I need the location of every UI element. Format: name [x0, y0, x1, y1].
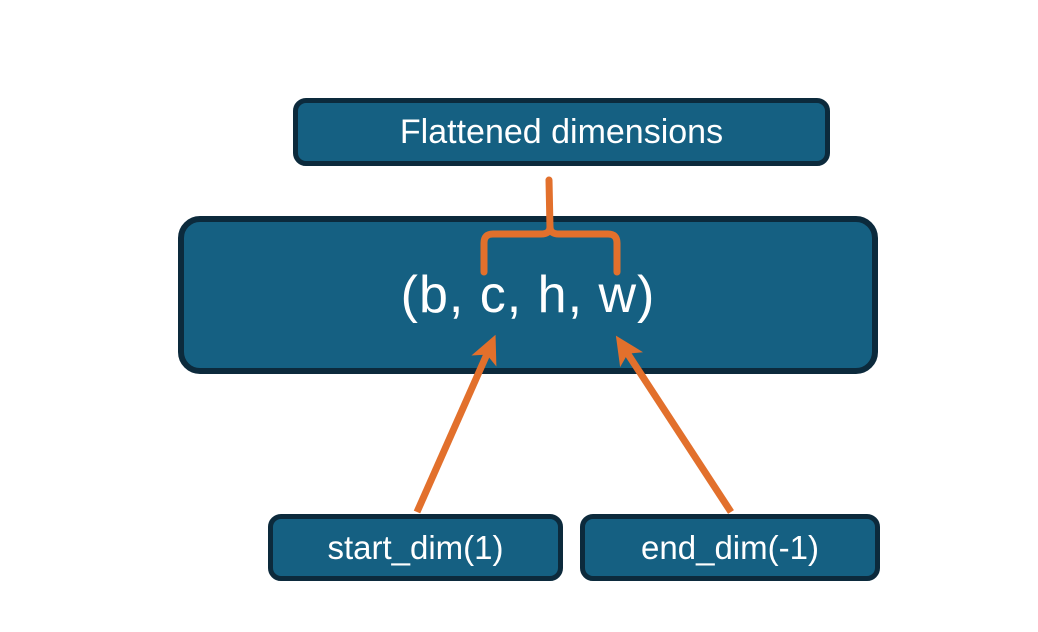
end-dim-box[interactable]: end_dim(-1): [580, 514, 880, 581]
tensor-shape-box[interactable]: (b, c, h, w): [178, 216, 878, 374]
end-dim-label: end_dim(-1): [641, 529, 819, 566]
flattened-dimensions-box[interactable]: Flattened dimensions: [293, 98, 830, 166]
start-dim-box[interactable]: start_dim(1): [268, 514, 563, 581]
flattened-dimensions-label: Flattened dimensions: [399, 113, 724, 151]
tensor-shape-label: (b, c, h, w): [400, 266, 656, 324]
start-dim-label: start_dim(1): [327, 529, 504, 566]
